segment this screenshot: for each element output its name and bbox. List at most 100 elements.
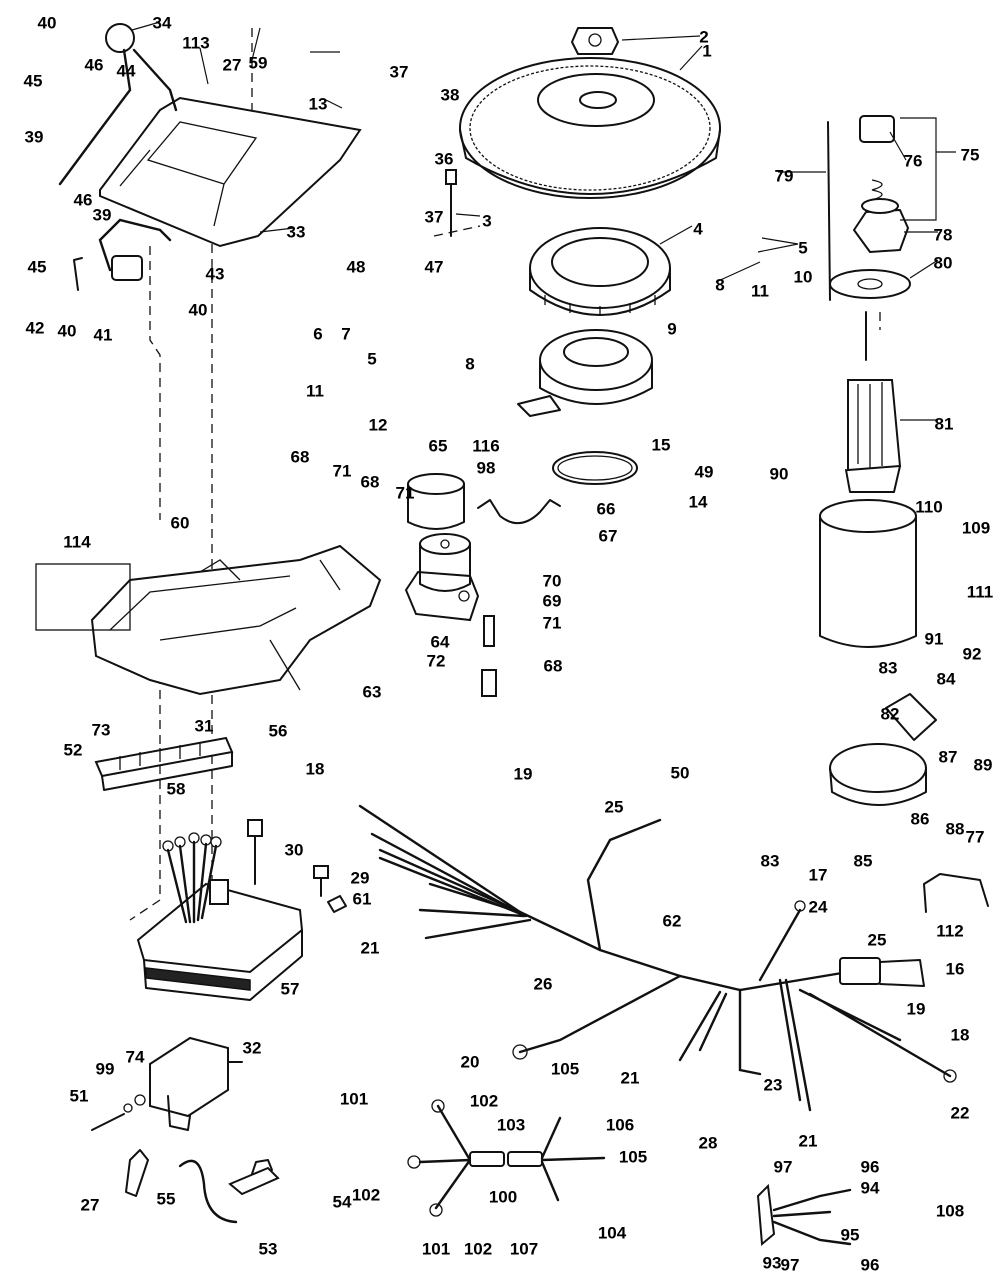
stator (529, 227, 671, 316)
callout-c77: 77 (966, 827, 985, 846)
callout-c96a: 96 (861, 1157, 880, 1176)
power-pack-fasteners (247, 819, 347, 913)
decal (35, 563, 131, 631)
callout-c72: 72 (427, 651, 446, 670)
coil-fasteners (91, 1094, 146, 1131)
callout-c11b: 11 (306, 381, 324, 400)
callout-c18a: 18 (306, 759, 325, 778)
callout-c25a: 25 (605, 797, 624, 816)
terminal-block (94, 736, 234, 791)
callout-c86: 86 (911, 809, 930, 828)
callout-c33: 33 (287, 222, 306, 241)
callout-c37a: 37 (390, 62, 409, 81)
callout-c109: 109 (962, 518, 990, 537)
callout-c102c: 102 (464, 1239, 492, 1258)
callout-c30: 30 (285, 840, 304, 859)
callout-c34: 34 (153, 13, 172, 32)
callout-c39b: 39 (93, 205, 112, 224)
callout-c13: 13 (309, 94, 328, 113)
callout-c111: 111 (967, 582, 994, 601)
callout-c59: 59 (249, 53, 268, 72)
callout-c101b: 101 (422, 1239, 450, 1258)
callout-c61: 61 (353, 889, 372, 908)
callout-c74: 74 (126, 1047, 145, 1066)
callout-c14: 14 (689, 492, 708, 511)
callout-c88: 88 (946, 819, 965, 838)
callout-c32: 32 (243, 1038, 262, 1057)
callout-c71c: 71 (543, 613, 562, 632)
callout-c3: 3 (482, 211, 491, 230)
callout-c84: 84 (937, 669, 956, 688)
callout-c112: 112 (936, 921, 963, 940)
callout-c105a: 105 (551, 1059, 579, 1078)
callout-c19a: 19 (514, 764, 533, 783)
callout-c99: 99 (96, 1059, 115, 1078)
callout-c27b: 27 (81, 1195, 100, 1214)
callout-c52: 52 (64, 740, 83, 759)
harness-clip (923, 873, 989, 913)
callout-c62: 62 (663, 911, 682, 930)
callout-c40a: 40 (38, 13, 57, 32)
callout-c71a: 71 (333, 461, 352, 480)
callout-c71b: 71 (396, 483, 415, 502)
timer-base (517, 329, 653, 417)
power-pack-leads (162, 832, 222, 924)
callout-c96b: 96 (861, 1255, 880, 1274)
starter-solenoid (404, 533, 480, 622)
retaining-ring (552, 451, 638, 485)
callout-c102b: 102 (352, 1185, 380, 1204)
callout-c39a: 39 (25, 127, 44, 146)
callout-c41: 41 (94, 325, 113, 344)
callout-c46a: 46 (85, 55, 104, 74)
callout-c65: 65 (429, 436, 448, 455)
callout-c73: 73 (92, 720, 111, 739)
callout-c55: 55 (157, 1189, 176, 1208)
callout-c26: 26 (534, 974, 553, 993)
callout-c29: 29 (351, 868, 370, 887)
callout-c81: 81 (935, 414, 954, 433)
callout-c105b: 105 (619, 1147, 647, 1166)
callout-c91: 91 (925, 629, 944, 648)
callout-c53: 53 (259, 1239, 278, 1258)
callout-c19b: 19 (907, 999, 926, 1018)
flywheel-nut (571, 27, 619, 55)
callout-c12: 12 (369, 415, 388, 434)
callout-c49: 49 (695, 462, 714, 481)
callout-c47: 47 (425, 257, 444, 276)
callout-c60: 60 (171, 513, 190, 532)
callout-c51: 51 (70, 1086, 89, 1105)
callout-c27a: 27 (223, 55, 242, 74)
callout-c83b: 83 (761, 851, 780, 870)
ignition-coil (149, 1036, 243, 1131)
callout-c101a: 101 (340, 1089, 368, 1108)
flywheel (459, 57, 721, 199)
callout-c45b: 45 (28, 257, 47, 276)
callout-c79: 79 (775, 166, 794, 185)
callout-c17: 17 (809, 865, 828, 884)
callout-c98: 98 (477, 458, 496, 477)
callout-c40b: 40 (189, 300, 208, 319)
starter-motor (819, 115, 937, 806)
callout-c10: 10 (794, 267, 813, 286)
electrical-cover (99, 96, 362, 248)
callout-c25b: 25 (868, 930, 887, 949)
callout-c85: 85 (854, 851, 873, 870)
callout-c78: 78 (934, 225, 953, 244)
callout-c24: 24 (809, 897, 828, 916)
callout-c36: 36 (435, 149, 454, 168)
callout-c50: 50 (671, 763, 690, 782)
electrical-bracket (90, 544, 382, 696)
callout-c43: 43 (206, 264, 225, 283)
key-switch-connector (756, 1183, 852, 1246)
callout-c58: 58 (167, 779, 186, 798)
callout-c8a: 8 (715, 275, 724, 294)
callout-c21c: 21 (799, 1131, 818, 1150)
callout-c15: 15 (652, 435, 671, 454)
callout-c92: 92 (963, 644, 982, 663)
adapter-harness (407, 1099, 606, 1217)
callout-c57: 57 (281, 979, 300, 998)
callout-c9: 9 (667, 319, 676, 338)
callout-c48: 48 (347, 257, 366, 276)
callout-c67: 67 (599, 526, 618, 545)
